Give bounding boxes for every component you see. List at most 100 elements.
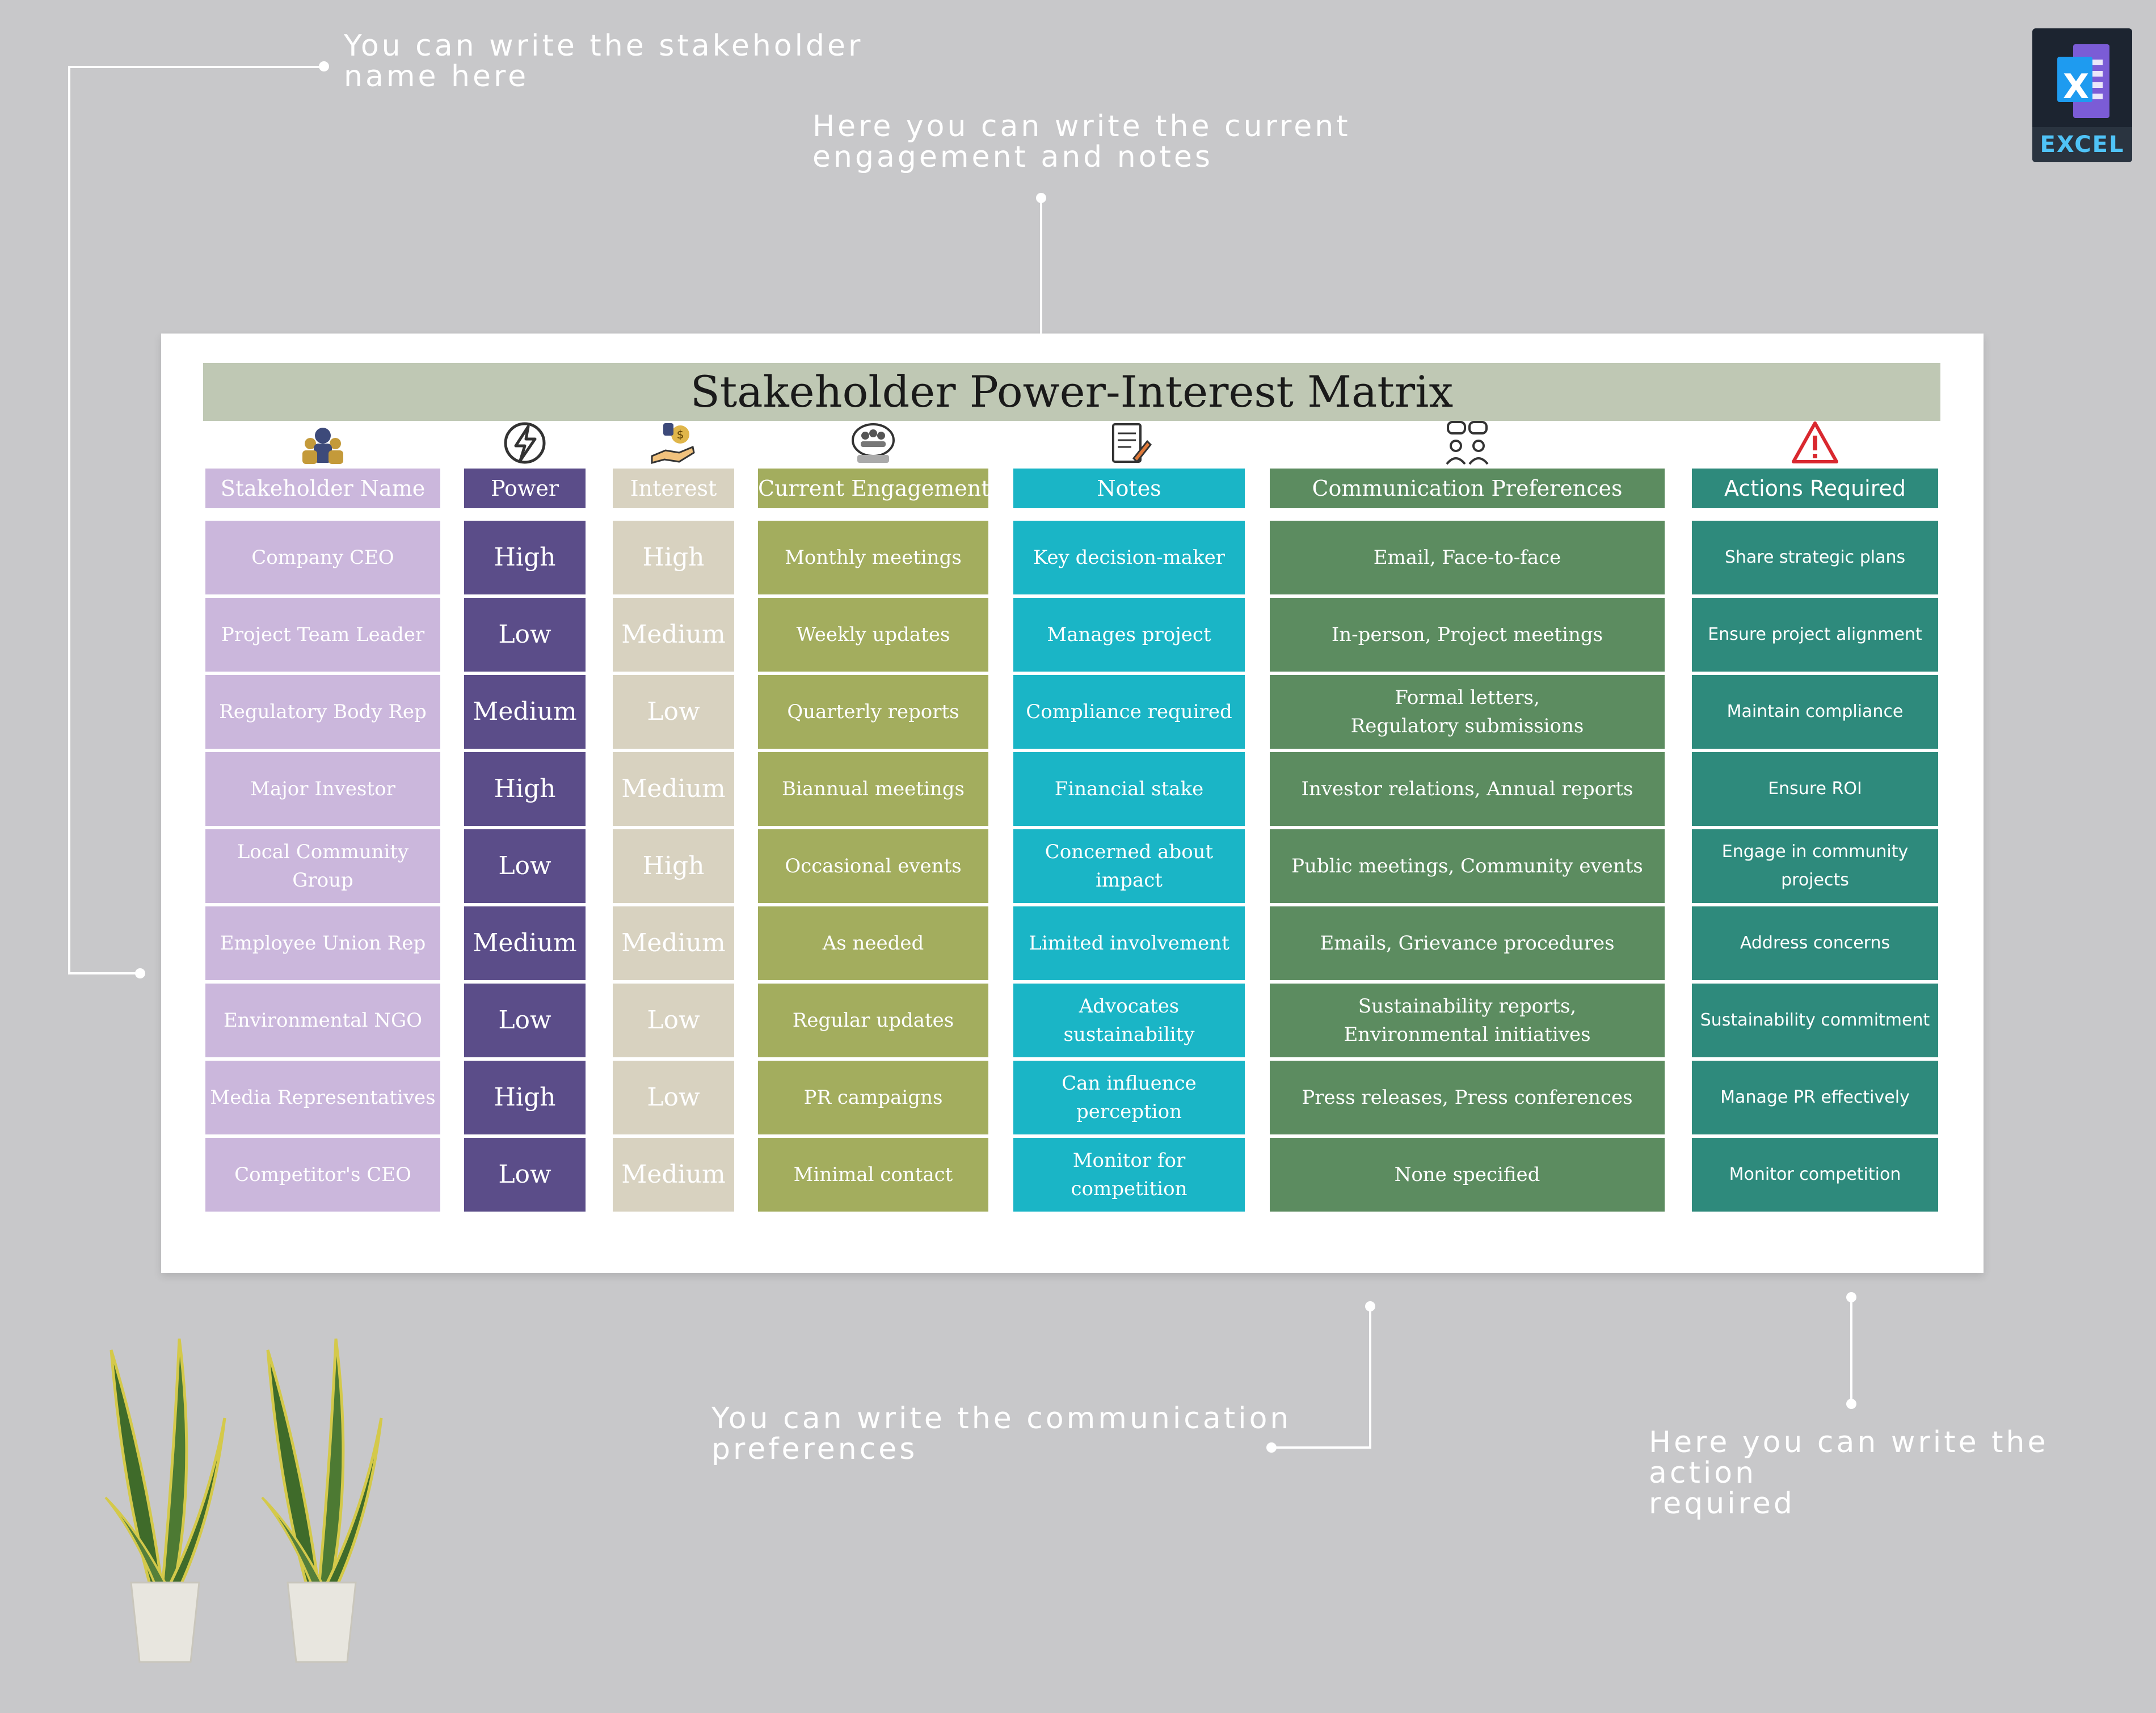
table-cell-actions[interactable]: Engage in community projects bbox=[1692, 829, 1938, 903]
table-cell-power[interactable]: Low bbox=[464, 984, 586, 1057]
table-cell-actions[interactable]: Share strategic plans bbox=[1692, 521, 1938, 594]
table-cell-engagement[interactable]: PR campaigns bbox=[758, 1061, 988, 1134]
matrix-card: Stakeholder Power-Interest Matrix Stakeh… bbox=[161, 334, 1984, 1273]
annotation-action: Here you can write the action required bbox=[1649, 1425, 2049, 1521]
table-cell-engagement[interactable]: Monthly meetings bbox=[758, 521, 988, 594]
table-cell-stakeholder[interactable]: Environmental NGO bbox=[205, 984, 440, 1057]
connector-line bbox=[68, 972, 140, 974]
annotation-engagement-notes: Here you can write the current engagemen… bbox=[812, 109, 1351, 174]
table-cell-communication[interactable]: Sustainability reports, Environmental in… bbox=[1270, 984, 1665, 1057]
table-cell-engagement[interactable]: As needed bbox=[758, 906, 988, 980]
table-cell-communication[interactable]: Email, Face-to-face bbox=[1270, 521, 1665, 594]
table-cell-stakeholder[interactable]: Major Investor bbox=[205, 752, 440, 826]
connector-dot bbox=[135, 968, 145, 978]
table-cell-engagement[interactable]: Biannual meetings bbox=[758, 752, 988, 826]
connector-dot bbox=[319, 61, 329, 71]
excel-letter: X bbox=[2062, 67, 2090, 107]
table-cell-communication[interactable]: Investor relations, Annual reports bbox=[1270, 752, 1665, 826]
money-hand-icon: $ bbox=[651, 423, 695, 464]
column-header-notes: Notes bbox=[1013, 469, 1245, 508]
table-cell-actions[interactable]: Address concerns bbox=[1692, 906, 1938, 980]
plant-image bbox=[261, 1338, 383, 1663]
table-cell-power[interactable]: Medium bbox=[464, 675, 586, 749]
table-cell-notes[interactable]: Can influence perception bbox=[1013, 1061, 1245, 1134]
table-cell-interest[interactable]: Low bbox=[613, 1061, 734, 1134]
connector-dot bbox=[1266, 1442, 1277, 1453]
connector-line bbox=[68, 66, 70, 974]
table-cell-power[interactable]: Low bbox=[464, 1138, 586, 1212]
table-cell-stakeholder[interactable]: Company CEO bbox=[205, 521, 440, 594]
table-cell-interest[interactable]: High bbox=[613, 521, 734, 594]
table-cell-communication[interactable]: In-person, Project meetings bbox=[1270, 598, 1665, 672]
table-cell-stakeholder[interactable]: Local Community Group bbox=[205, 829, 440, 903]
page-title: Stakeholder Power-Interest Matrix bbox=[203, 363, 1940, 421]
table-cell-interest[interactable]: Medium bbox=[613, 1138, 734, 1212]
table-cell-notes[interactable]: Limited involvement bbox=[1013, 906, 1245, 980]
table-cell-actions[interactable]: Manage PR effectively bbox=[1692, 1061, 1938, 1134]
column-header-stakeholder: Stakeholder Name bbox=[205, 469, 440, 508]
meeting-icon bbox=[852, 423, 895, 463]
table-cell-communication[interactable]: Formal letters, Regulatory submissions bbox=[1270, 675, 1665, 749]
connector-line bbox=[1850, 1297, 1852, 1404]
connector-line bbox=[1040, 197, 1042, 334]
connector-dot bbox=[1846, 1399, 1856, 1409]
table-cell-interest[interactable]: Low bbox=[613, 984, 734, 1057]
table-cell-engagement[interactable]: Regular updates bbox=[758, 984, 988, 1057]
excel-badge: X EXCEL bbox=[2032, 28, 2132, 162]
excel-icon bbox=[2057, 44, 2109, 118]
connector-line bbox=[68, 66, 325, 68]
connector-line bbox=[1272, 1446, 1371, 1449]
table-cell-notes[interactable]: Compliance required bbox=[1013, 675, 1245, 749]
plant-image bbox=[104, 1338, 226, 1663]
table-cell-stakeholder[interactable]: Media Representatives bbox=[205, 1061, 440, 1134]
annotation-stakeholder-name: You can write the stakeholder name here bbox=[344, 29, 864, 94]
table-cell-power[interactable]: Low bbox=[464, 829, 586, 903]
table-cell-communication[interactable]: Emails, Grievance procedures bbox=[1270, 906, 1665, 980]
table-cell-engagement[interactable]: Weekly updates bbox=[758, 598, 988, 672]
table-cell-actions[interactable]: Monitor competition bbox=[1692, 1138, 1938, 1212]
table-cell-interest[interactable]: Medium bbox=[613, 752, 734, 826]
table-cell-stakeholder[interactable]: Regulatory Body Rep bbox=[205, 675, 440, 749]
table-cell-notes[interactable]: Monitor for competition bbox=[1013, 1138, 1245, 1212]
table-cell-interest[interactable]: Medium bbox=[613, 598, 734, 672]
table-cell-power[interactable]: High bbox=[464, 1061, 586, 1134]
excel-label: EXCEL bbox=[2032, 127, 2132, 162]
annotation-communication: You can write the communication preferen… bbox=[711, 1402, 1292, 1466]
svg-text:$: $ bbox=[677, 428, 684, 441]
table-cell-power[interactable]: High bbox=[464, 521, 586, 594]
table-cell-actions[interactable]: Maintain compliance bbox=[1692, 675, 1938, 749]
table-cell-actions[interactable]: Sustainability commitment bbox=[1692, 984, 1938, 1057]
table-cell-power[interactable]: High bbox=[464, 752, 586, 826]
column-header-actions: Actions Required bbox=[1692, 469, 1938, 508]
table-cell-actions[interactable]: Ensure project alignment bbox=[1692, 598, 1938, 672]
table-cell-stakeholder[interactable]: Employee Union Rep bbox=[205, 906, 440, 980]
table-cell-notes[interactable]: Key decision-maker bbox=[1013, 521, 1245, 594]
column-header-power: Power bbox=[464, 469, 586, 508]
warning-icon bbox=[1792, 421, 1838, 463]
table-cell-engagement[interactable]: Minimal contact bbox=[758, 1138, 988, 1212]
column-header-engagement: Current Engagement bbox=[758, 469, 988, 508]
people-group-icon bbox=[302, 428, 343, 464]
notepad-icon bbox=[1112, 423, 1152, 463]
table-cell-notes[interactable]: Advocates sustainability bbox=[1013, 984, 1245, 1057]
table-cell-engagement[interactable]: Quarterly reports bbox=[758, 675, 988, 749]
table-cell-notes[interactable]: Financial stake bbox=[1013, 752, 1245, 826]
table-cell-stakeholder[interactable]: Project Team Leader bbox=[205, 598, 440, 672]
table-cell-power[interactable]: Low bbox=[464, 598, 586, 672]
table-cell-interest[interactable]: Medium bbox=[613, 906, 734, 980]
table-cell-interest[interactable]: High bbox=[613, 829, 734, 903]
table-cell-actions[interactable]: Ensure ROI bbox=[1692, 752, 1938, 826]
table-cell-communication[interactable]: Press releases, Press conferences bbox=[1270, 1061, 1665, 1134]
table-cell-communication[interactable]: None specified bbox=[1270, 1138, 1665, 1212]
table-cell-engagement[interactable]: Occasional events bbox=[758, 829, 988, 903]
column-header-communication: Communication Preferences bbox=[1270, 469, 1665, 508]
table-cell-stakeholder[interactable]: Competitor's CEO bbox=[205, 1138, 440, 1212]
chat-users-icon bbox=[1446, 421, 1489, 465]
table-cell-interest[interactable]: Low bbox=[613, 675, 734, 749]
connector-line bbox=[1369, 1306, 1371, 1449]
table-cell-notes[interactable]: Manages project bbox=[1013, 598, 1245, 672]
lightning-icon bbox=[504, 422, 546, 464]
table-cell-notes[interactable]: Concerned about impact bbox=[1013, 829, 1245, 903]
table-cell-power[interactable]: Medium bbox=[464, 906, 586, 980]
table-cell-communication[interactable]: Public meetings, Community events bbox=[1270, 829, 1665, 903]
